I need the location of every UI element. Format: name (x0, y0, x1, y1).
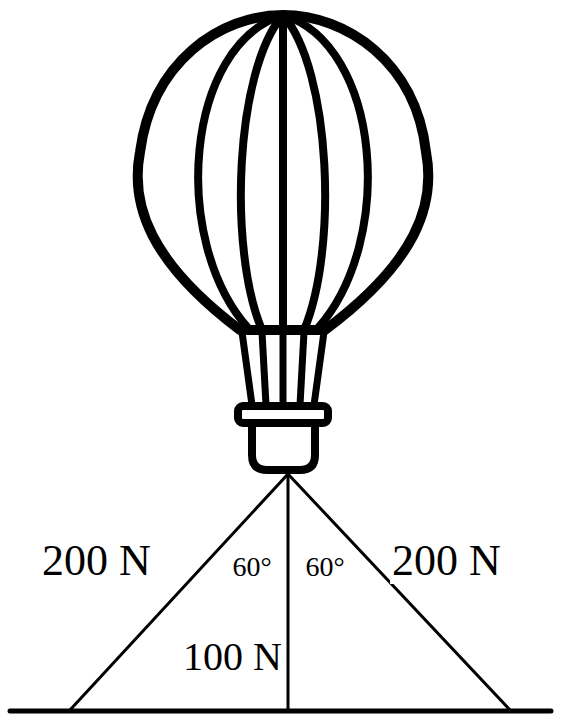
basket (252, 423, 315, 470)
envelope-gore (241, 15, 283, 330)
angle-label: 60° (230, 552, 273, 582)
rope-left (70, 474, 288, 710)
angle-label: 60° (303, 552, 346, 582)
envelope-gore (198, 15, 283, 328)
basket-cord (280, 332, 287, 405)
envelope-gore (283, 15, 368, 328)
basket-cord (262, 332, 266, 405)
ground (10, 709, 551, 714)
basket-cord (314, 332, 324, 405)
envelope-gore (279, 15, 287, 330)
rope-right (288, 474, 510, 710)
force-label: 200 N (390, 538, 503, 584)
force-label: 100 N (181, 636, 284, 678)
basket-cord (300, 332, 304, 405)
envelope-gore (283, 15, 325, 330)
rope-middle (287, 474, 290, 710)
force-label: 200 N (40, 538, 153, 584)
basket-cord (242, 332, 252, 405)
balloon-envelope (138, 15, 429, 330)
